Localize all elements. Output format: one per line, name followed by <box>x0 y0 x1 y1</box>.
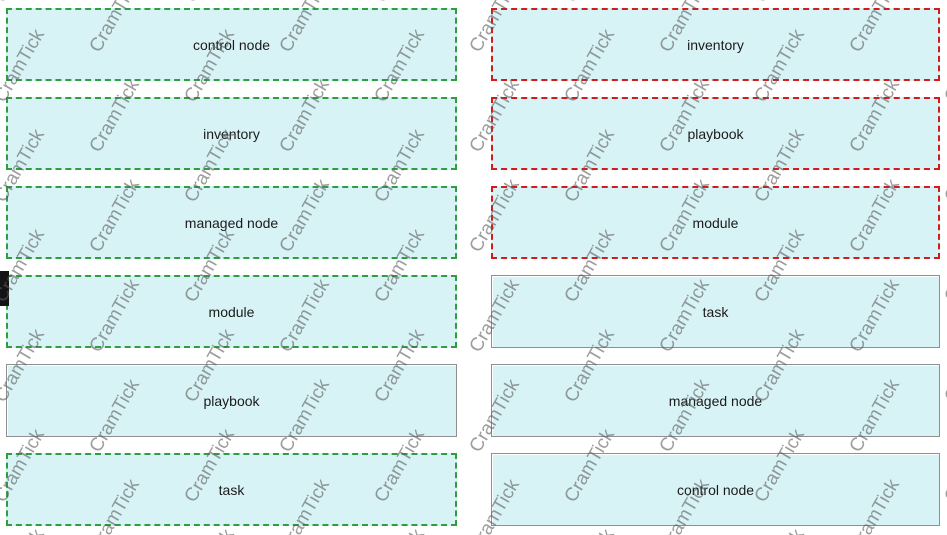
target-item-module[interactable]: module <box>491 186 940 259</box>
watermark-text: CramTick <box>0 0 50 7</box>
watermark-text: CramTick <box>370 0 429 7</box>
source-item-task[interactable]: task <box>6 453 457 526</box>
target-item-managed-node[interactable]: managed node <box>491 364 940 437</box>
option-label: module <box>208 303 255 320</box>
watermark-text: CramTick <box>370 526 429 535</box>
option-label: managed node <box>184 214 279 231</box>
left-edge-mark <box>0 271 9 306</box>
source-item-playbook[interactable]: playbook <box>6 364 457 437</box>
watermark-text: CramTick <box>750 0 809 7</box>
option-label: task <box>218 481 245 498</box>
watermark-text: CramTick <box>750 526 809 535</box>
watermark-text: CramTick <box>560 0 619 7</box>
watermark-text: CramTick <box>0 526 50 535</box>
watermark-text: CramTick <box>940 125 947 206</box>
watermark-text: CramTick <box>560 526 619 535</box>
option-label: managed node <box>668 392 763 409</box>
target-item-playbook[interactable]: playbook <box>491 97 940 170</box>
watermark-text: CramTick <box>180 0 239 7</box>
watermark-text: CramTick <box>940 0 947 7</box>
option-label: control node <box>676 481 755 498</box>
watermark-text: CramTick <box>180 526 239 535</box>
source-item-control-node[interactable]: control node <box>6 8 457 81</box>
source-item-inventory[interactable]: inventory <box>6 97 457 170</box>
watermark-text: CramTick <box>940 425 947 506</box>
option-label: control node <box>192 36 271 53</box>
source-item-module[interactable]: module <box>6 275 457 348</box>
watermark-text: CramTick <box>940 325 947 406</box>
watermark-text: CramTick <box>940 526 947 535</box>
source-item-managed-node[interactable]: managed node <box>6 186 457 259</box>
option-label: inventory <box>687 36 744 53</box>
option-label: module <box>692 214 739 231</box>
watermark-text: CramTick <box>940 25 947 106</box>
option-label: task <box>702 303 729 320</box>
option-label: playbook <box>687 125 744 142</box>
watermark-text: CramTick <box>940 225 947 306</box>
target-item-inventory[interactable]: inventory <box>491 8 940 81</box>
target-item-control-node[interactable]: control node <box>491 453 940 526</box>
option-label: inventory <box>203 125 260 142</box>
option-label: playbook <box>203 392 260 409</box>
target-item-task[interactable]: task <box>491 275 940 348</box>
